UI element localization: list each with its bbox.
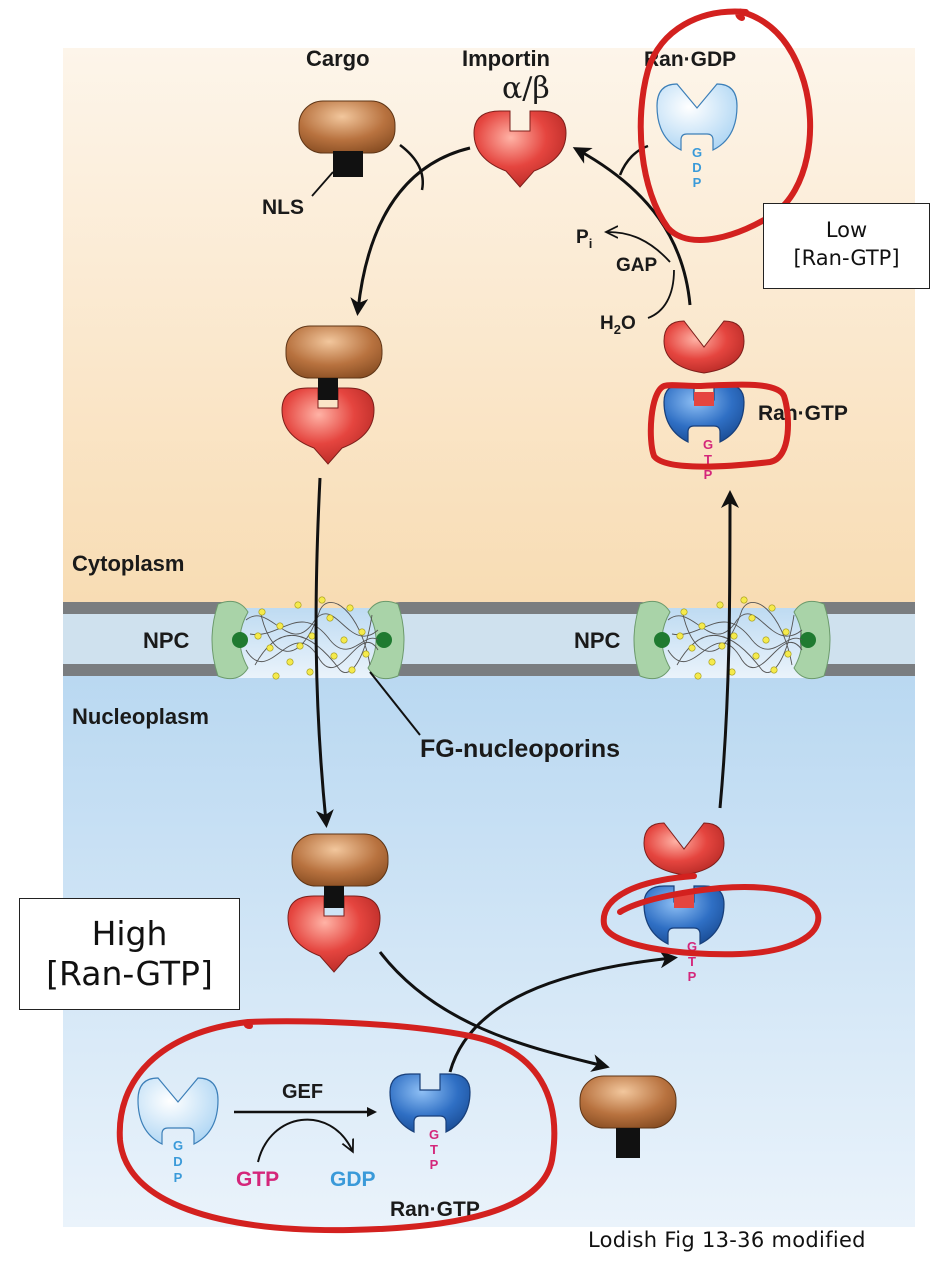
importin-rangtp-complex-cyto [663,320,745,443]
annotation-circle-ran-gdp-top [637,8,814,243]
importin-rangtp-complex-nuc [643,822,725,945]
arrow-h2o [647,269,675,319]
nuc-g-right-nuc: G [687,939,697,954]
label-ran-gtp-bottom: Ran·GTP [390,1198,480,1221]
label-alpha-beta: α/β [502,71,550,106]
arrow-rangdp-release [618,144,649,176]
nuclear-envelope [63,600,915,678]
label-h2o: H2O [600,313,636,337]
nuc-t-right-nuc: T [688,954,696,969]
nuc-g-top: G [692,145,702,160]
annotation-circle-gef-reaction [116,1018,558,1234]
nls-pointer [311,171,334,197]
label-nucleoplasm: Nucleoplasm [72,704,209,729]
high-box-line1: High [91,914,168,953]
label-fg-nucleoporins: FG-nucleoporins [420,735,620,763]
low-ran-gtp-box: Low [Ran-GTP] [763,203,930,289]
annotation-circle-ran-gtp-nuc [600,873,822,958]
label-gef: GEF [282,1081,323,1103]
cargo-importin-complex-cyto [281,325,383,465]
high-box-line2: [Ran-GTP] [46,954,213,993]
annotation-circle-ran-gtp-cyto [647,381,791,470]
nuc-d-top: D [692,160,701,175]
arrow-release [378,951,610,1072]
nuc-g-right-cyto: G [703,437,713,452]
cargo-free-top [298,100,396,177]
label-cytoplasm: Cytoplasm [72,551,184,576]
low-box-line2: [Ran-GTP] [793,246,900,270]
nuc-p-bottom-gtp: P [430,1157,439,1172]
label-nls: NLS [262,196,304,219]
low-box-line1: Low [825,218,868,242]
cargo-importin-complex-nuc [287,833,389,973]
npc-right [633,596,831,680]
nuc-t-right-cyto: T [704,452,712,467]
label-npc-right: NPC [574,628,621,653]
figure-credit: Lodish Fig 13-36 modified [588,1228,866,1252]
nuc-g-bottom-gtp: G [429,1127,439,1142]
npc-left [211,596,405,680]
nuc-p-top: P [693,175,702,190]
label-gtp-in: GTP [236,1168,279,1191]
nuc-p-right-nuc: P [688,969,697,984]
high-ran-gtp-box: High [Ran-GTP] [19,898,240,1010]
arrow-gtp-gdp [257,1118,352,1163]
label-gdp-out: GDP [330,1168,376,1191]
nuc-p-bottom-gdp: P [174,1170,183,1185]
arrow-binding [350,146,471,316]
nuc-t-bottom-gtp: T [430,1142,438,1157]
label-importin: Importin [462,46,550,71]
nuc-p-right-cyto: P [704,467,713,482]
arrow-pi [608,232,671,263]
nuc-g-bottom-gdp: G [173,1138,183,1153]
label-npc-left: NPC [143,628,190,653]
nuc-d-bottom-gdp: D [173,1154,182,1169]
arrow-export [718,490,739,809]
fg-nucleoporins-pointer [369,671,421,736]
label-ran-gdp-top: Ran·GDP [644,48,736,71]
cargo-released [579,1075,677,1158]
label-pi: Pi [576,227,592,251]
arrow-cargo-join [399,144,424,191]
label-gap: GAP [616,255,658,276]
label-ran-gtp-right: Ran·GTP [758,402,848,425]
arrow-rangtp-binding [448,950,678,1073]
arrow-import [314,477,334,828]
label-cargo: Cargo [306,46,370,71]
